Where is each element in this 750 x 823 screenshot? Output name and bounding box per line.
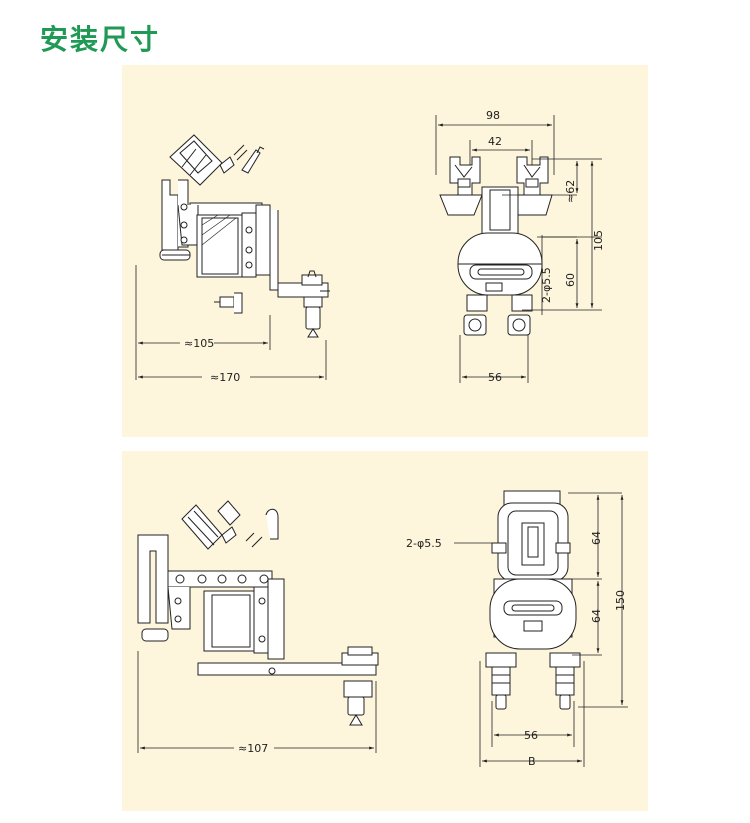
bottom-drawing-panel: ≈107 2-φ5.5 bbox=[122, 451, 648, 811]
dim-60-label: 60 bbox=[564, 273, 577, 287]
dim-98-label: 98 bbox=[486, 109, 500, 122]
dim-42-label: 42 bbox=[488, 135, 502, 148]
dim-64-top-label: 64 bbox=[590, 531, 603, 545]
dim-hole-bottom-label: 2-φ5.5 bbox=[406, 537, 442, 550]
dim-hole-label: 2-φ5.5 bbox=[540, 267, 553, 303]
dim-107-label: ≈107 bbox=[238, 742, 268, 755]
side-dim-lines-bottom bbox=[137, 651, 377, 753]
dim-62-label: ≈62 bbox=[564, 180, 577, 203]
dim-105-front-label: 105 bbox=[592, 230, 605, 251]
side-dim-lines-top bbox=[135, 265, 327, 380]
dim-56-bottom-label: 56 bbox=[524, 729, 538, 742]
relay-front-view-top bbox=[439, 156, 553, 336]
relay-side-view-bottom bbox=[137, 500, 379, 726]
dim-170-label: ≈170 bbox=[210, 371, 240, 384]
relay-side-view-top bbox=[159, 134, 330, 338]
dim-64-bottom-label: 64 bbox=[590, 609, 603, 623]
front-dim-lines-bottom bbox=[454, 492, 628, 767]
page-title: 安装尺寸 bbox=[40, 23, 161, 56]
relay-front-view-bottom bbox=[485, 490, 581, 710]
dim-150-label: 150 bbox=[614, 590, 627, 611]
front-dim-lines-top bbox=[435, 115, 602, 383]
dim-56-label: 56 bbox=[488, 371, 502, 384]
dim-b-label: B bbox=[528, 755, 536, 768]
top-drawing-panel: ≈105 ≈170 bbox=[122, 65, 648, 437]
dim-105-label: ≈105 bbox=[184, 337, 214, 350]
bottom-drawing-svg: ≈107 2-φ5.5 bbox=[137, 490, 628, 768]
top-drawing-svg: ≈105 ≈170 bbox=[135, 109, 605, 384]
